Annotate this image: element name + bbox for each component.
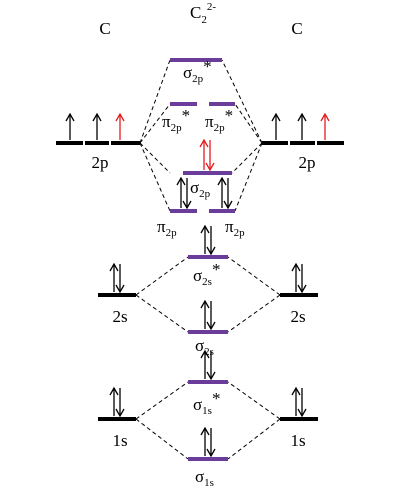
left-2p-electron-3 (115, 112, 125, 140)
pi-2p-label-right: π2p (225, 217, 245, 239)
sigma-2s-electrons-down (206, 301, 216, 331)
sigma-2s-electrons-up (200, 299, 210, 329)
left-1s-label: 1s (112, 431, 127, 450)
correlation-lines-1s (135, 381, 281, 460)
sigma-1s-label: σ1s (195, 467, 214, 489)
left-1s-electrons-up (109, 386, 119, 416)
electron-arrows (65, 112, 330, 458)
molecule-base: C (190, 3, 201, 22)
right-2p-electron-1 (271, 112, 281, 140)
left-2s-electrons-down (115, 264, 125, 294)
right-2p-electron-2 (297, 112, 307, 140)
left-atom-label: C (99, 19, 110, 38)
sigma-2s-star-electrons-down (206, 226, 216, 256)
left-2p-electron-2 (92, 112, 102, 140)
sigma-2p-label: σ2p (190, 178, 211, 200)
right-1s-electrons-down (297, 388, 307, 418)
sigma-2p-star-label: σ2p* (183, 57, 212, 85)
left-2s-electrons-up (109, 262, 119, 292)
sigma-1s-electrons-up (200, 426, 210, 456)
sigma-1s-star-label: σ1s* (193, 389, 220, 417)
right-1s-electrons-up (291, 386, 301, 416)
molecule-superscript: 2- (207, 1, 217, 13)
right-2s-electrons-down (297, 264, 307, 294)
pi-2p-label-left: π2p (157, 217, 177, 239)
sigma-1s-electrons-down (206, 428, 216, 458)
sigma-2s-star-label: σ2s* (193, 260, 220, 288)
sigma-2p-electrons-down (205, 140, 215, 172)
left-2s-label: 2s (112, 307, 127, 326)
left-2p-label: 2p (92, 153, 109, 172)
molecule-subscript: 2 (201, 14, 207, 26)
pi-2p-star-label-left: π2p* (162, 106, 190, 134)
pi-2p-1-electrons-down (182, 178, 192, 210)
sigma-1s-star-electrons-up (200, 349, 210, 379)
right-2p-label: 2p (299, 153, 316, 172)
correlation-lines-2p (139, 59, 263, 212)
pi-2p-1-electrons-up (176, 176, 186, 208)
molecule-label: C22- (190, 1, 216, 26)
pi-2p-star-label-right: π2p* (205, 106, 233, 134)
pi-2p-2-electrons-down (223, 178, 233, 210)
right-atom-label: C (291, 19, 302, 38)
sigma-2s-label: σ2s (195, 336, 214, 358)
right-2s-electrons-up (291, 262, 301, 292)
sigma-2s-star-electrons-up (200, 224, 210, 254)
right-1s-label: 1s (290, 431, 305, 450)
pi-2p-2-electrons-up (217, 176, 227, 208)
sigma-2p-electrons-up (199, 138, 209, 170)
sigma-1s-star-electrons-down (206, 351, 216, 381)
left-2p-electron-1 (65, 112, 75, 140)
left-1s-electrons-down (115, 388, 125, 418)
correlation-lines-2s (135, 256, 281, 333)
right-2s-label: 2s (290, 307, 305, 326)
right-2p-electron-3 (320, 112, 330, 140)
